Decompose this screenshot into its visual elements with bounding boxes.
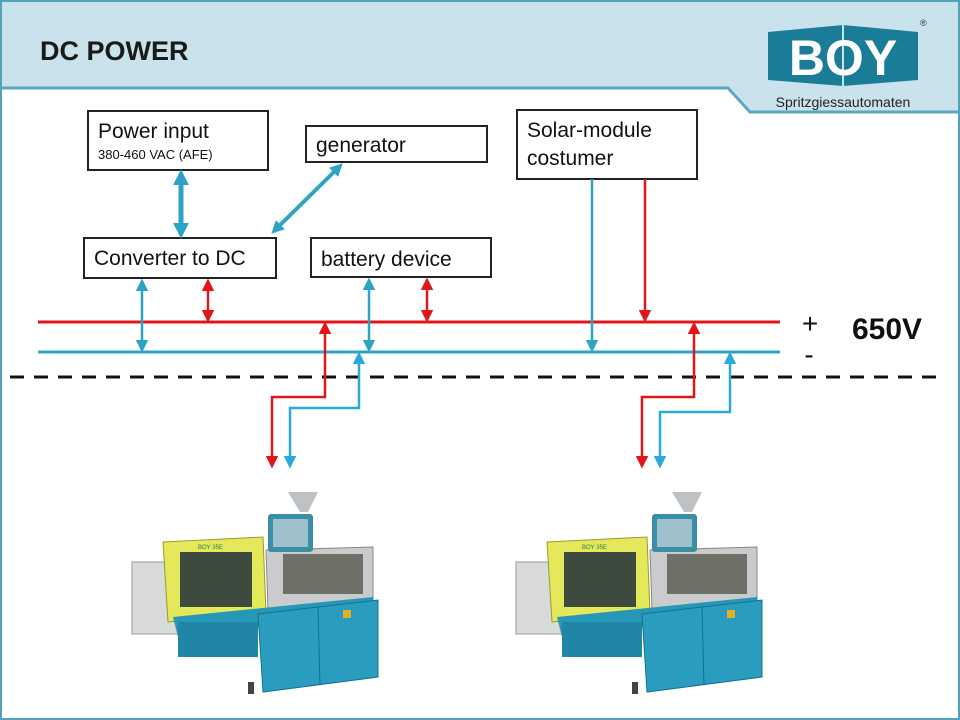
plus-label: +: [802, 308, 818, 339]
boy-logo: BOY ® Spritzgiessautomaten: [768, 18, 927, 110]
generator-converter-arrow: [271, 163, 343, 234]
header-divider: [2, 86, 958, 114]
battery-box: battery device: [310, 237, 492, 278]
converter-box: Converter to DC: [83, 237, 277, 279]
generator-box: generator: [305, 125, 488, 163]
battery-label: battery device: [321, 248, 452, 271]
header-band: [2, 2, 958, 112]
power-input-label: Power input: [98, 120, 209, 143]
solar-module-box: Solar-module costumer: [516, 109, 698, 180]
registered-mark: ®: [920, 18, 927, 28]
machine2-badge: BOY 35E: [582, 545, 607, 551]
machine1-badge: BOY 35E: [198, 545, 223, 551]
power-input-voltage: 380-460 VAC (AFE): [98, 147, 213, 162]
minus-label: -: [804, 339, 813, 370]
converter-label: Converter to DC: [94, 247, 246, 270]
solar-label-line2: costumer: [527, 147, 613, 170]
generator-label: generator: [316, 134, 406, 157]
solar-label-line1: Solar-module: [527, 119, 652, 142]
logo-tagline: Spritzgiessautomaten: [776, 94, 911, 110]
injection-molding-machine-1: BOY 35E: [131, 491, 379, 695]
machine2-negative-feed: [653, 351, 737, 469]
power-input-box: Power input 380-460 VAC (AFE): [87, 110, 269, 171]
page-title: DC POWER: [40, 36, 189, 66]
machine1-negative-feed: [283, 351, 366, 469]
injection-molding-machine-2: BOY 35E: [515, 491, 763, 695]
voltage-label: 650V: [852, 313, 922, 346]
logo-text: BOY: [789, 30, 897, 86]
